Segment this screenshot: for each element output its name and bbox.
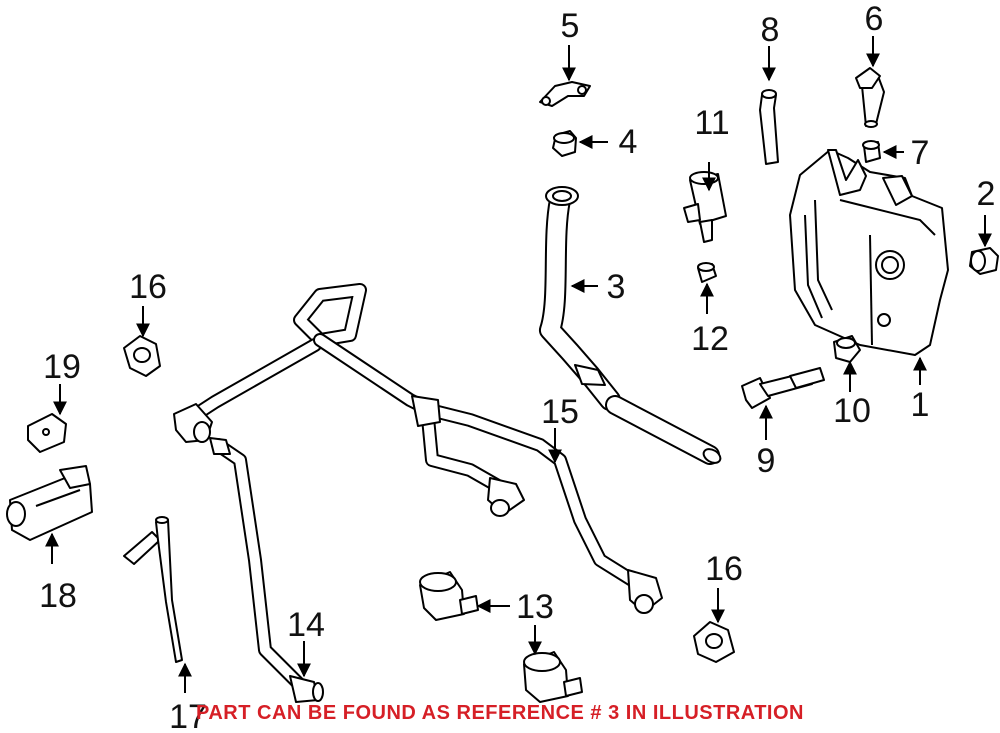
clip-19 [27,413,67,453]
hose-assembly-15 [173,283,663,614]
callout-19: 19 [43,348,81,386]
bracket-18 [6,465,93,541]
tube-8 [759,89,779,165]
callout-13: 13 [516,588,554,626]
callout-16-right: 16 [705,550,743,588]
clip-5 [539,81,591,107]
washer-reservoir [789,149,949,356]
filler-neck [539,186,722,465]
nozzle-13-lower [523,651,583,703]
level-sensor-6 [855,67,885,128]
callout-6: 6 [865,0,884,38]
callout-labels: 1 2 3 4 5 6 7 8 9 10 11 12 13 14 15 16 1… [39,0,995,733]
grommet-12 [697,262,717,283]
sensor-9 [741,367,825,409]
callout-3: 3 [607,268,626,306]
leader-lines [45,36,992,693]
washer-pump-11 [683,171,727,243]
callout-1: 1 [911,386,930,424]
callout-12: 12 [691,320,729,358]
callout-2: 2 [977,175,996,213]
callout-14: 14 [287,606,325,644]
callout-5: 5 [561,7,580,45]
clip-16-left [123,335,161,377]
callout-8: 8 [761,11,780,49]
nozzle-13-upper [419,571,479,621]
callout-9: 9 [757,442,776,480]
callout-10: 10 [833,392,871,430]
callout-4: 4 [619,123,638,161]
clip-16-right [693,621,735,663]
grommet-10 [833,335,861,363]
cap-7 [862,140,881,163]
grommet-2 [969,247,999,275]
sensor-rod-17 [123,516,183,663]
callout-18: 18 [39,577,77,615]
callout-16-left: 16 [129,268,167,306]
seal-4 [552,130,577,157]
callout-15: 15 [541,393,579,431]
callout-17: 17 [169,698,207,733]
callout-7: 7 [911,134,930,172]
callout-11: 11 [694,104,729,142]
reference-note: PART CAN BE FOUND AS REFERENCE # 3 IN IL… [196,702,804,724]
hose-14 [209,437,324,703]
